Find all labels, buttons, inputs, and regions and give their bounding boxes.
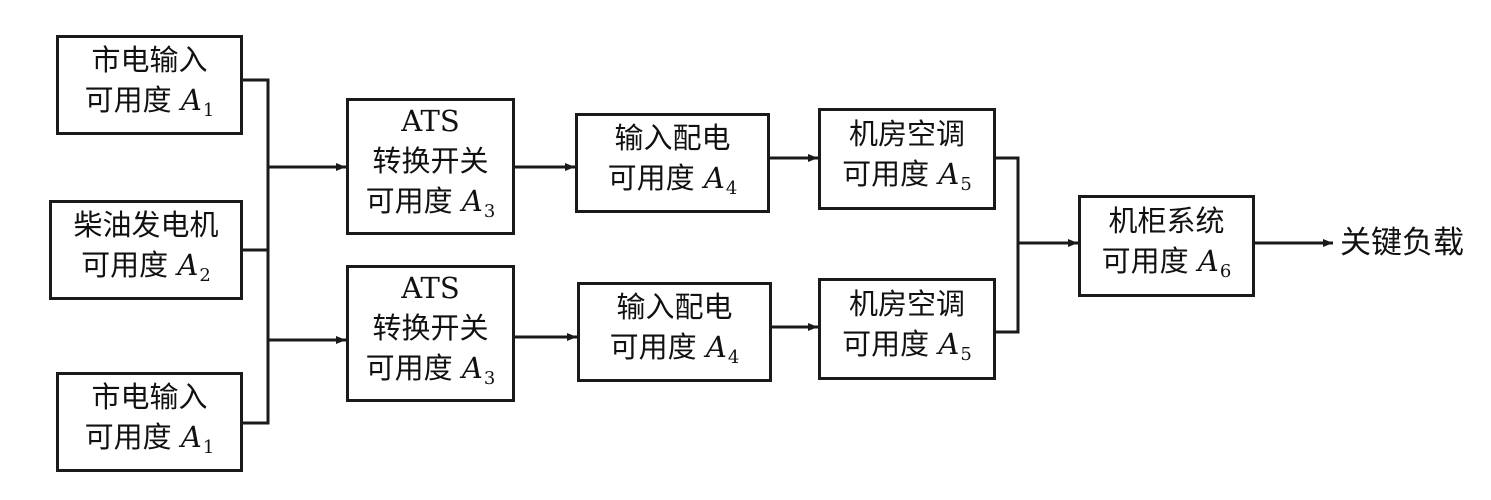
block-title: 柴油发电机 <box>73 207 219 242</box>
availability-label: 可用度 A1 <box>84 419 215 458</box>
availability-label: 可用度 A3 <box>365 184 496 222</box>
block-subtitle: 转换开关 <box>372 311 489 345</box>
diesel-generator-block: 柴油发电机 可用度 A2 <box>49 200 243 300</box>
ats-switch-top-block: ATS 转换开关 可用度 A3 <box>346 98 515 235</box>
block-title: ATS <box>401 271 460 305</box>
availability-label: 可用度 A1 <box>84 82 215 121</box>
input-distribution-top-block: 输入配电 可用度 A4 <box>575 113 770 213</box>
block-title: 机房空调 <box>848 116 965 151</box>
block-subtitle: 转换开关 <box>372 144 489 178</box>
ats-switch-bottom-block: ATS 转换开关 可用度 A3 <box>346 265 515 402</box>
critical-load-label: 关键负载 <box>1340 225 1464 261</box>
availability-label: 可用度 A4 <box>607 160 738 199</box>
block-title: ATS <box>401 104 460 138</box>
room-ac-top-block: 机房空调 可用度 A5 <box>818 108 996 210</box>
cabinet-system-block: 机柜系统 可用度 A6 <box>1078 195 1255 297</box>
block-title: 输入配电 <box>616 289 733 324</box>
availability-label: 可用度 A5 <box>842 326 972 365</box>
mains-input-top-block: 市电输入 可用度 A1 <box>56 35 243 135</box>
block-title: 市电输入 <box>91 42 208 77</box>
block-title: 机柜系统 <box>1108 203 1225 238</box>
merge-bus <box>996 156 1020 334</box>
input-distribution-bottom-block: 输入配电 可用度 A4 <box>577 282 772 382</box>
mains-input-bottom-block: 市电输入 可用度 A1 <box>56 372 243 472</box>
availability-label: 可用度 A2 <box>81 247 211 286</box>
room-ac-bottom-block: 机房空调 可用度 A5 <box>818 278 996 380</box>
availability-label: 可用度 A3 <box>365 351 496 389</box>
availability-label: 可用度 A6 <box>1101 243 1232 282</box>
block-title: 输入配电 <box>614 120 731 155</box>
block-title: 市电输入 <box>91 379 208 414</box>
block-title: 机房空调 <box>848 286 965 321</box>
availability-label: 可用度 A4 <box>609 329 740 368</box>
availability-label: 可用度 A5 <box>842 156 972 195</box>
